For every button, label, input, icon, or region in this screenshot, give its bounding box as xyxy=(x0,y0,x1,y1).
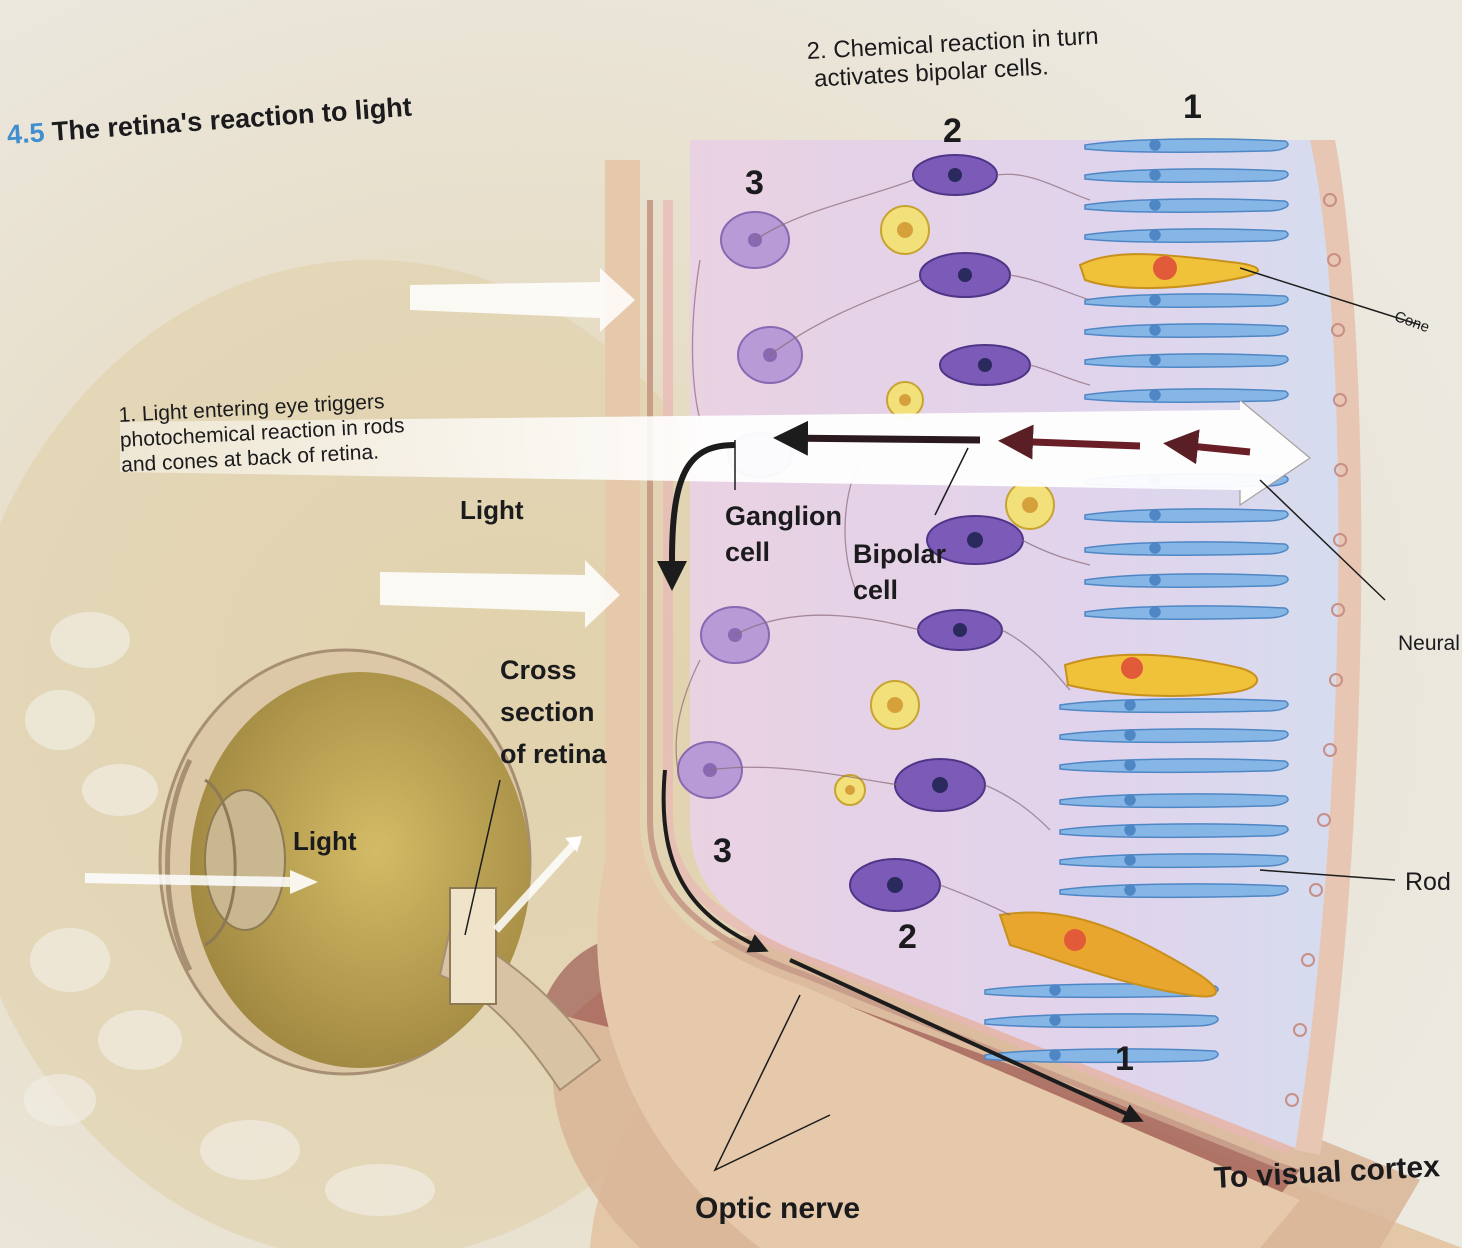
rod-nucleus xyxy=(1150,170,1160,180)
bipolar-cell-label: Bipolar cell xyxy=(853,536,946,609)
rod-nucleus xyxy=(1050,1015,1060,1025)
rod-nucleus xyxy=(1125,795,1135,805)
rod-nucleus xyxy=(1125,885,1135,895)
rod-nucleus xyxy=(1125,730,1135,740)
rod-cell xyxy=(985,1049,1218,1062)
rod-label: Rod xyxy=(1405,868,1451,897)
rod-nucleus xyxy=(1150,355,1160,365)
rod-cell xyxy=(1060,794,1288,807)
rod-nucleus xyxy=(1125,700,1135,710)
rod-nucleus xyxy=(1125,825,1135,835)
rod-nucleus xyxy=(1150,390,1160,400)
rod-cell xyxy=(1060,884,1288,897)
rod-nucleus xyxy=(1150,140,1160,150)
rod-nucleus xyxy=(1150,230,1160,240)
rod-nucleus xyxy=(1150,575,1160,585)
rod-nucleus xyxy=(1150,325,1160,335)
rod-cell xyxy=(1060,699,1288,712)
rod-nucleus xyxy=(1150,543,1160,553)
optic-nerve-label: Optic nerve xyxy=(695,1192,860,1226)
rod-cell xyxy=(1060,854,1288,867)
ganglion-cell-label-line: cell xyxy=(725,534,842,570)
bipolar-cell-label-line: Bipolar xyxy=(853,536,946,572)
rod-cell xyxy=(1060,759,1288,772)
ganglion-cell-label: Ganglion cell xyxy=(725,498,842,571)
rod-cell xyxy=(1060,824,1288,837)
rod-nucleus xyxy=(1150,200,1160,210)
rod-nucleus xyxy=(1050,1050,1060,1060)
rod-cell xyxy=(1060,729,1288,742)
layer-number-top-1: 1 xyxy=(1183,88,1202,127)
layer-number-bottom-1: 1 xyxy=(1115,1040,1134,1079)
rod-cell xyxy=(985,1014,1218,1027)
cross-section-label-line: of retina xyxy=(500,734,607,776)
light-label-eye: Light xyxy=(293,826,357,857)
neural-label: Neural xyxy=(1398,632,1460,656)
layer-number-top-2: 2 xyxy=(943,112,962,151)
bipolar-cell-label-line: cell xyxy=(853,572,946,608)
caption-step-1: 1. Light entering eye triggers photochem… xyxy=(118,389,406,478)
rod-nucleus xyxy=(1150,295,1160,305)
cross-section-label: Cross section of retina xyxy=(500,650,607,776)
layer-number-top-3: 3 xyxy=(745,164,764,203)
layer-number-bottom-3: 3 xyxy=(713,832,732,871)
rod-nucleus xyxy=(1050,985,1060,995)
layer-number-bottom-2: 2 xyxy=(898,918,917,957)
rod-nucleus xyxy=(1125,760,1135,770)
cross-section-label-line: Cross xyxy=(500,650,607,692)
cross-section-label-line: section xyxy=(500,692,607,734)
light-label-upper: Light xyxy=(460,495,524,526)
rod-nucleus xyxy=(1150,510,1160,520)
ganglion-cell-label-line: Ganglion xyxy=(725,498,842,534)
figure-number: 4.5 xyxy=(6,117,46,150)
rod-nucleus xyxy=(1125,855,1135,865)
rod-nucleus xyxy=(1150,607,1160,617)
